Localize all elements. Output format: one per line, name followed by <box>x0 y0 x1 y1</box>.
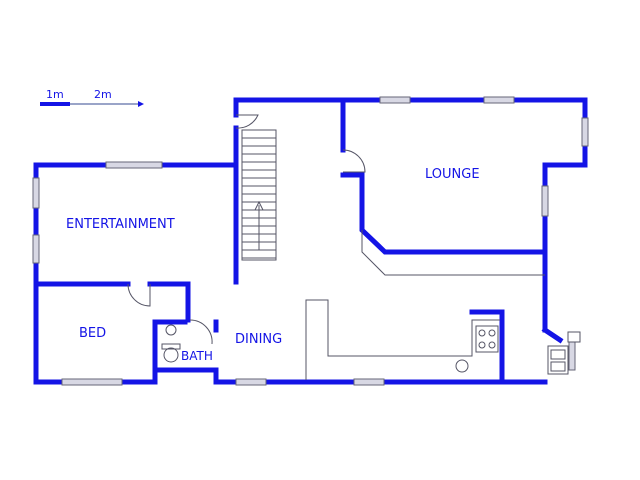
window <box>32 234 40 264</box>
room-label-lounge: LOUNGE <box>425 167 480 182</box>
window <box>541 185 549 217</box>
door-swing <box>189 319 213 345</box>
scale-label-2m: 2m <box>94 88 112 101</box>
bath-fixtures <box>161 324 181 363</box>
window <box>379 96 411 104</box>
room-labels: ENTERTAINMENT LOUNGE BED BATH DINING <box>66 167 480 363</box>
room-label-bath: BATH <box>181 349 213 363</box>
staircase <box>241 129 277 261</box>
toilet-icon <box>163 347 179 363</box>
room-label-dining: DINING <box>235 332 282 347</box>
kitchen-counters <box>305 230 581 380</box>
scale-label-1m: 1m <box>46 88 64 101</box>
basin-icon <box>165 324 177 336</box>
windows <box>32 96 589 386</box>
door-swing <box>235 114 259 129</box>
window <box>353 378 385 386</box>
room-label-bed: BED <box>79 326 106 341</box>
double-sink-icon <box>547 345 569 375</box>
doors <box>127 114 366 345</box>
kitchen-sink-icon <box>455 359 469 373</box>
walls <box>33 97 588 385</box>
scale-bar: 1m 2m <box>40 88 144 107</box>
stove-icon <box>475 325 499 353</box>
window <box>105 161 163 169</box>
window <box>61 378 123 386</box>
window <box>483 96 515 104</box>
room-label-entertainment: ENTERTAINMENT <box>66 217 175 232</box>
door-swing <box>342 149 366 173</box>
window <box>235 378 267 386</box>
door-swing <box>127 283 151 307</box>
window <box>581 117 589 147</box>
window <box>568 341 576 371</box>
window <box>32 177 40 209</box>
